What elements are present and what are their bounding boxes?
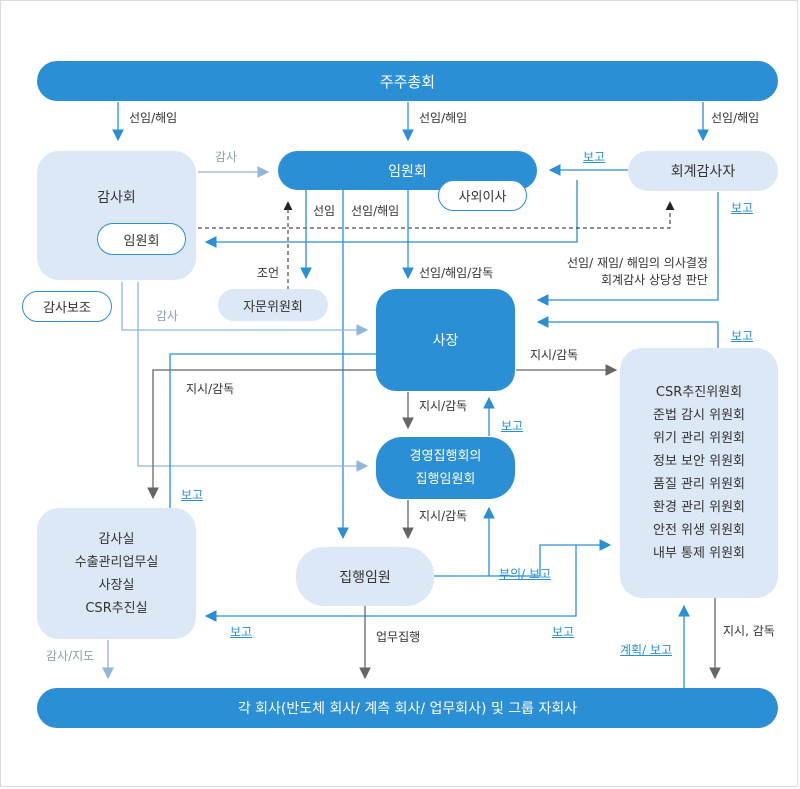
- label-elect-dismiss-board: 선임/해임: [351, 204, 400, 218]
- label-elect-dismiss-2: 선임/해임: [419, 111, 468, 125]
- label-request-report: 부의/ 보고: [499, 567, 552, 581]
- label-plan-report: 계획/ 보고: [620, 643, 673, 657]
- executive-committee: 경영집행회의 집행임원회: [376, 437, 515, 499]
- committees: CSR추진위원회 준법 감시 위원회 위기 관리 위원회 정보 보안 위원회 품…: [620, 348, 778, 598]
- label-report-exec: 보고: [501, 419, 524, 433]
- shareholders-label: 주주총회: [379, 72, 436, 91]
- label-instruct-supervise-right: 지시/감독: [530, 348, 579, 362]
- label-instruct-supervise-bottom: 지시, 감독: [723, 624, 775, 638]
- audit-committee-label: 감사회: [97, 190, 136, 206]
- label-audit-guidance: 감사/지도: [46, 649, 95, 663]
- label-elect: 선임: [313, 204, 336, 218]
- label-elect-dismiss-1: 선임/해임: [129, 111, 178, 125]
- accounting-auditor: 회계감사자: [628, 151, 778, 191]
- staff-offices: 감사실 수출관리업무실 사장실 CSR추진실: [37, 508, 196, 639]
- label-report-bottom-mid: 보고: [552, 625, 575, 639]
- audit-support: 감사보조: [22, 291, 112, 322]
- executive-officers: 집행임원: [296, 547, 434, 606]
- label-audit-mid: 감사: [156, 309, 179, 323]
- group-companies: 각 회사(반도체 회사/ 계측 회사/ 업무회사) 및 그룹 자회사: [37, 688, 778, 728]
- audit-support-label: 감사보조: [43, 301, 91, 316]
- label-report-auditor-right: 보고: [731, 201, 754, 215]
- audit-committee: 감사회: [37, 151, 196, 280]
- board-label: 임원회: [388, 163, 427, 180]
- label-report-staff: 보고: [181, 488, 204, 502]
- label-report-auditor-board: 보고: [583, 150, 606, 164]
- label-audit-top: 감사: [215, 150, 238, 164]
- label-report-committees: 보고: [731, 329, 754, 343]
- staff-offices-label: 감사실 수출관리업무실 사장실 CSR추진실: [74, 531, 159, 616]
- shareholders-meeting: 주주총회: [37, 61, 778, 101]
- executive-officers-label: 집행임원: [339, 569, 391, 586]
- president: 사장: [376, 289, 515, 391]
- executive-committee-label: 경영집행회의 집행임원회: [409, 449, 482, 487]
- label-instruct-supervise-exec: 지시/감독: [419, 509, 468, 523]
- outside-directors: 사외이사: [438, 180, 527, 211]
- advisory-committee: 자문위원회: [218, 289, 328, 321]
- accounting-auditor-label: 회계감사자: [670, 164, 736, 180]
- audit-committee-board: 임원회: [97, 223, 186, 255]
- label-instruct-supervise-left: 지시/감독: [186, 382, 235, 396]
- outside-directors-label: 사외이사: [458, 190, 507, 205]
- label-advice: 조언: [257, 266, 280, 280]
- advisory-committee-label: 자문위원회: [243, 299, 303, 315]
- board-of-directors: 임원회: [278, 151, 537, 190]
- label-report-bottom-left: 보고: [230, 625, 253, 639]
- label-elect-supervise: 선임/해임/감독: [419, 266, 494, 280]
- label-auditor-judgement: 선임/ 재임/ 해임의 의사결정 회계감사 상당성 판단: [567, 256, 708, 287]
- label-business-execution: 업무집행: [376, 630, 421, 644]
- label-instruct-supervise-down: 지시/감독: [419, 399, 468, 413]
- group-companies-label: 각 회사(반도체 회사/ 계측 회사/ 업무회사) 및 그룹 자회사: [237, 701, 578, 717]
- president-label: 사장: [432, 333, 459, 349]
- label-elect-dismiss-3: 선임/해임: [711, 111, 760, 125]
- committees-label: CSR추진위원회 준법 감시 위원회 위기 관리 위원회 정보 보안 위원회 품…: [653, 385, 745, 561]
- audit-committee-board-label: 임원회: [123, 233, 160, 249]
